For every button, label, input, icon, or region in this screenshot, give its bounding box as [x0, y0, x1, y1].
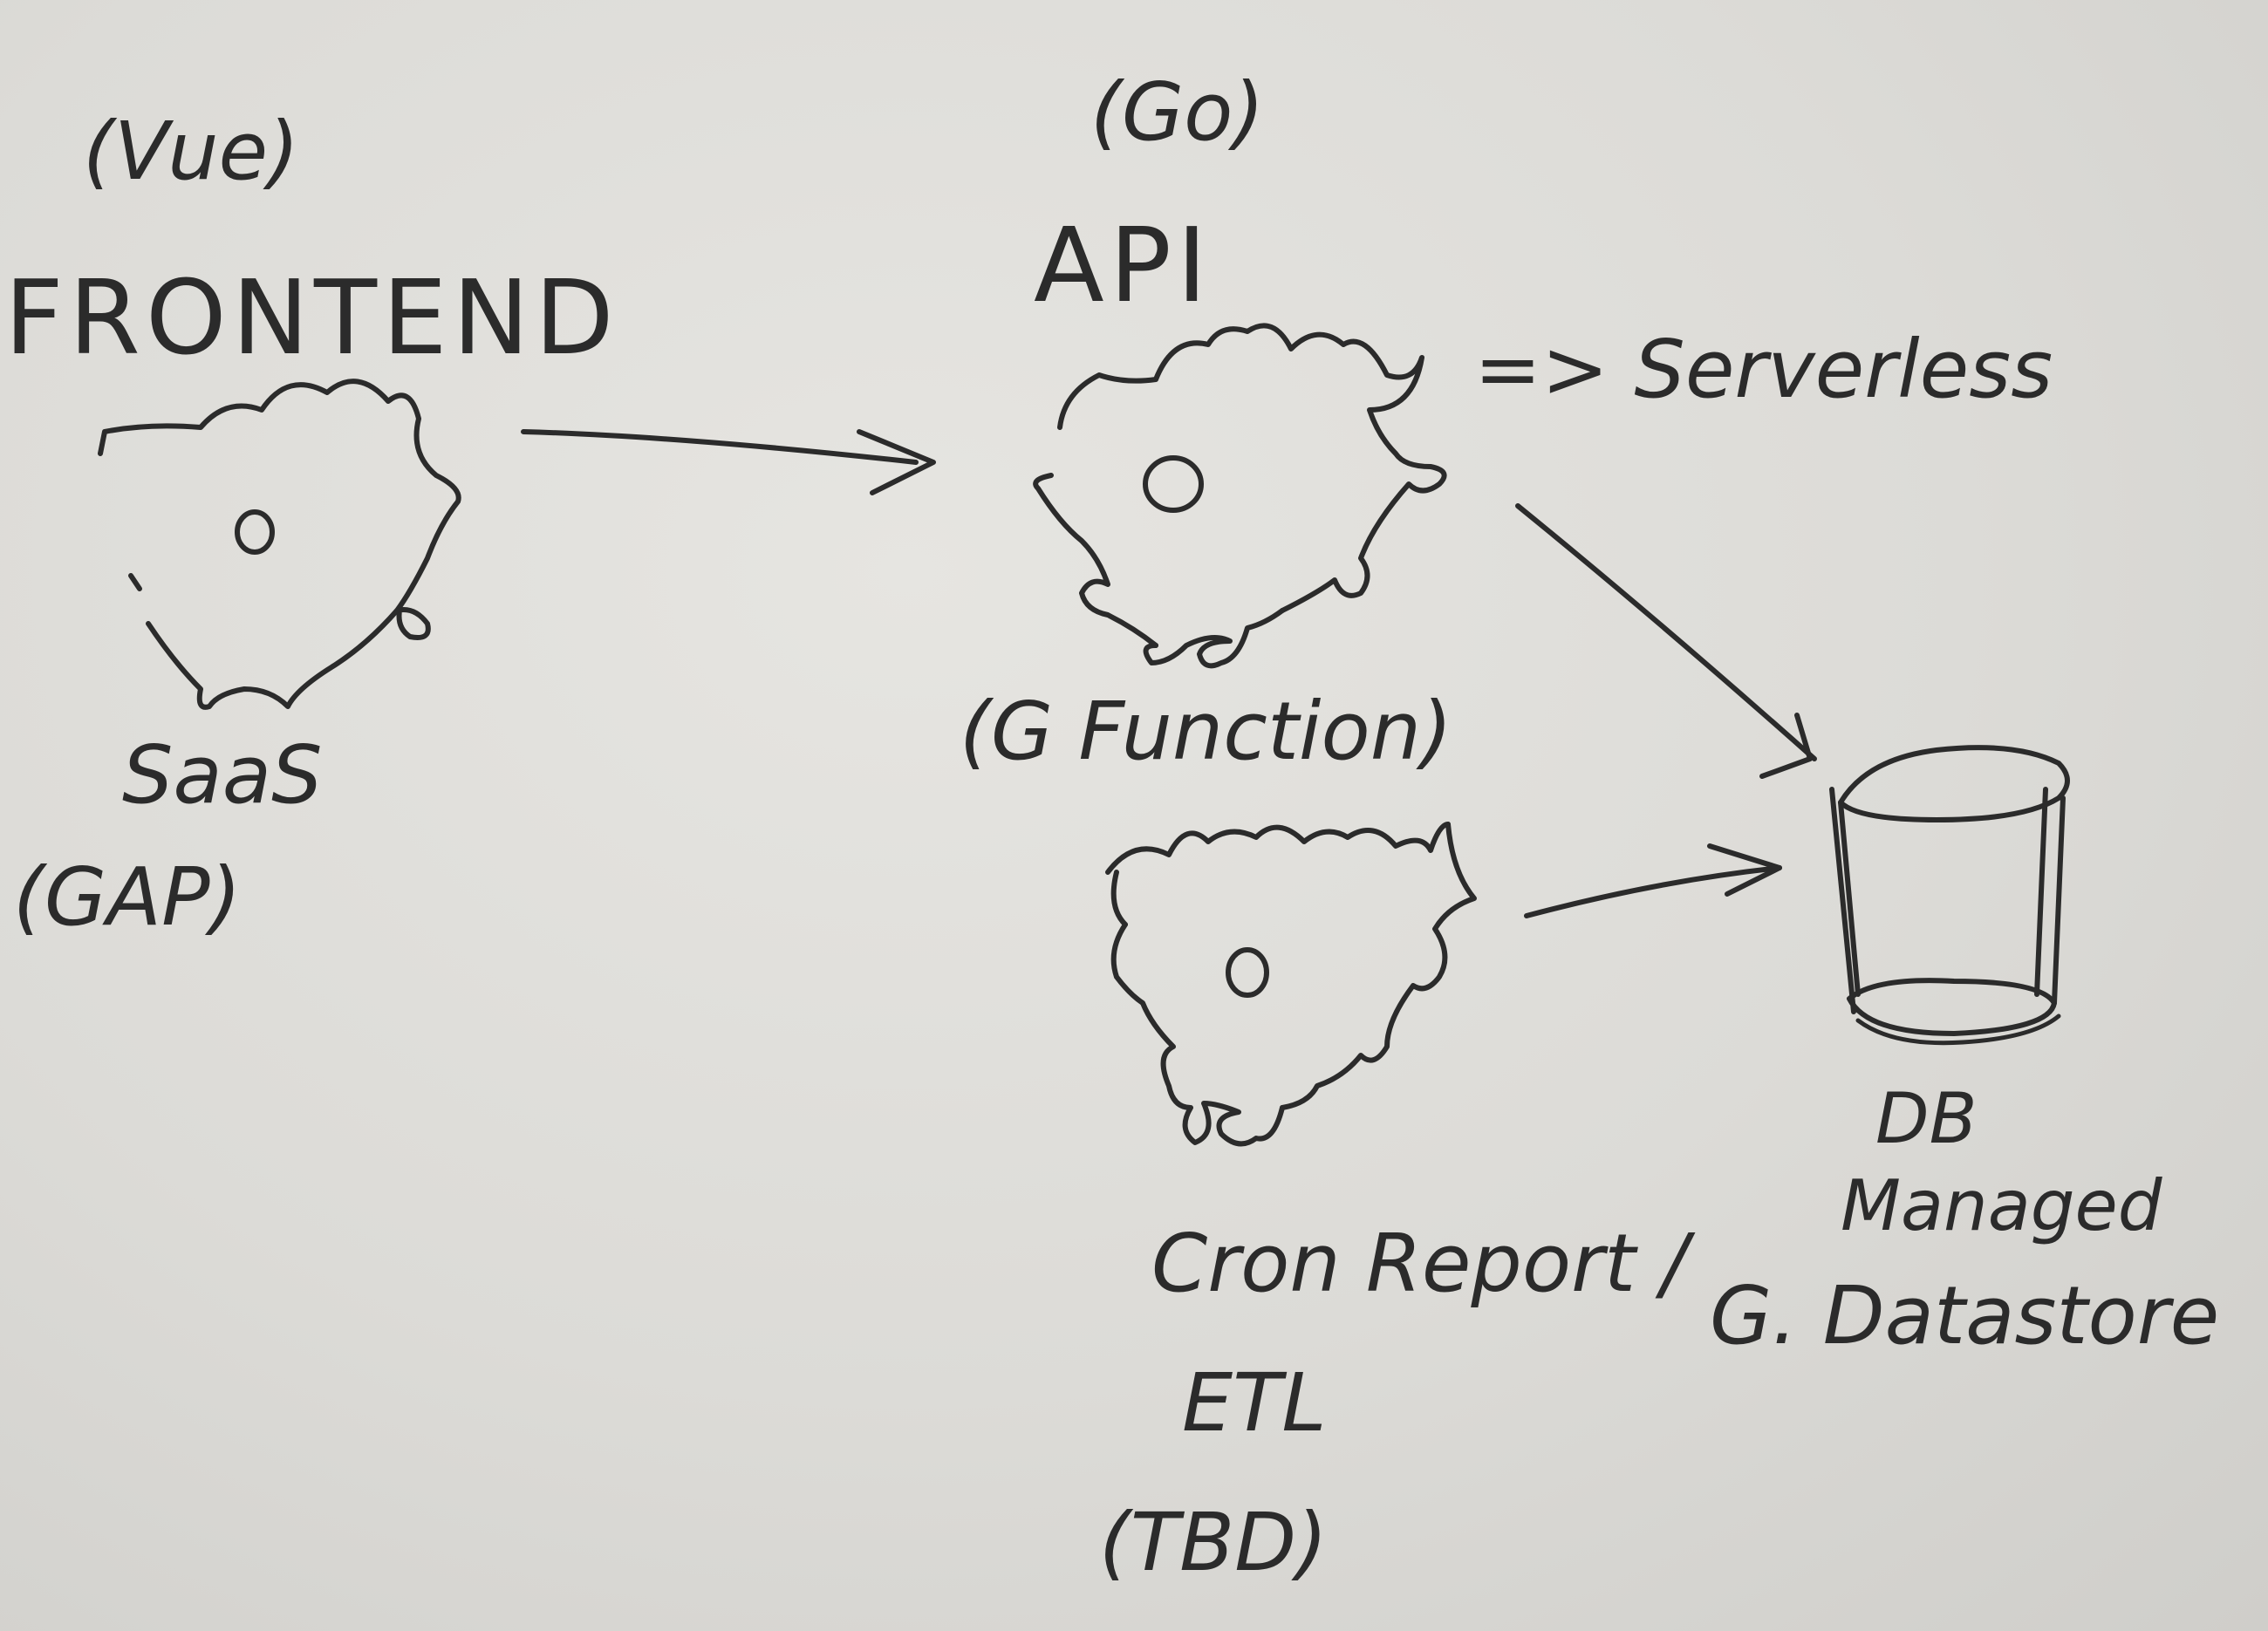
api-title: API	[1034, 205, 1213, 325]
api-lang-label: (Go)	[1090, 65, 1264, 159]
db-line3: G. Datastore	[1710, 1269, 2219, 1362]
frontend-host-line2: (GAP)	[13, 850, 242, 944]
api-kind-label: => Serverless	[1474, 323, 2053, 416]
api-sub-label: (G Function)	[960, 685, 1452, 778]
frontend-node-dot	[235, 509, 275, 555]
db-line1: DB	[1875, 1078, 1977, 1159]
jobs-line1: Cron Report /	[1151, 1217, 1696, 1310]
jobs-node-dot	[1226, 947, 1269, 998]
db-line2: Managed	[1841, 1165, 2163, 1246]
db-cylinder	[1829, 745, 2070, 1046]
api-shape	[1033, 323, 1447, 669]
frontend-tech-label: (Vue)	[83, 105, 299, 198]
jobs-shape	[1105, 822, 1477, 1147]
arrow-api-to-db	[1515, 503, 1817, 779]
arrow-frontend-to-api	[521, 429, 936, 495]
api-node-dot	[1143, 455, 1204, 513]
frontend-title: FRONTEND	[4, 257, 619, 378]
jobs-line3: (TBD)	[1099, 1496, 1328, 1589]
frontend-shape	[98, 379, 461, 710]
frontend-host-line1: SaaS	[122, 728, 323, 822]
arrow-jobs-to-db	[1524, 843, 1782, 918]
jobs-line2: ETL	[1182, 1356, 1327, 1450]
